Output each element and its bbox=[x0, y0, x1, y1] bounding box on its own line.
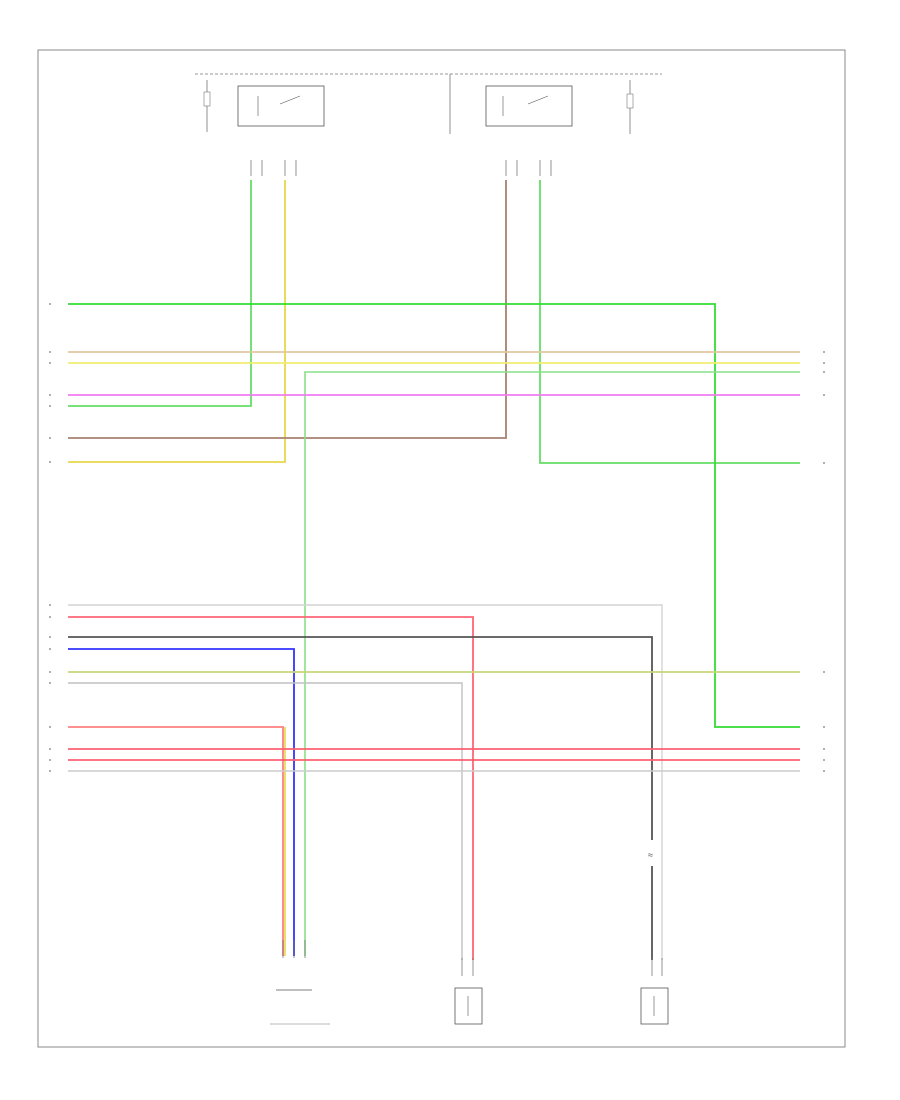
wire-harness: ≈ bbox=[68, 180, 800, 960]
w-blue-line bbox=[68, 648, 295, 956]
feed-left-yellow bbox=[68, 180, 286, 463]
mid-sensor bbox=[454, 987, 483, 1025]
right-pin-markers bbox=[823, 351, 825, 772]
left-pin-markers bbox=[49, 303, 51, 772]
left-relay-switch bbox=[279, 95, 301, 105]
right-sensor bbox=[640, 987, 669, 1025]
left-sensor-connector bbox=[282, 940, 306, 958]
diagram-frame bbox=[37, 49, 846, 1048]
feed-left-green bbox=[68, 180, 252, 407]
w-black-line bbox=[68, 636, 653, 840]
w-green-1-line bbox=[68, 303, 800, 728]
w-white-1-line bbox=[68, 604, 663, 960]
right-fuse bbox=[626, 93, 634, 109]
right-sensor-connector bbox=[651, 958, 663, 976]
bottom-components bbox=[270, 940, 669, 1025]
feed-right-brown bbox=[68, 180, 507, 439]
right-relay-switch bbox=[527, 95, 549, 105]
w-red-1-line bbox=[68, 616, 474, 960]
left-relay bbox=[237, 85, 325, 127]
top-power-section bbox=[195, 73, 662, 176]
left-fuse bbox=[203, 91, 211, 107]
w-green-2-line bbox=[304, 371, 800, 956]
relay-connector-pins bbox=[250, 160, 552, 176]
w-red-2-line bbox=[68, 726, 284, 956]
right-relay bbox=[485, 85, 573, 127]
feed-right-green bbox=[539, 180, 800, 464]
mid-sensor-connector bbox=[461, 958, 474, 976]
wire-break-marker: ≈ bbox=[648, 850, 653, 860]
w-grey-line bbox=[68, 682, 463, 960]
